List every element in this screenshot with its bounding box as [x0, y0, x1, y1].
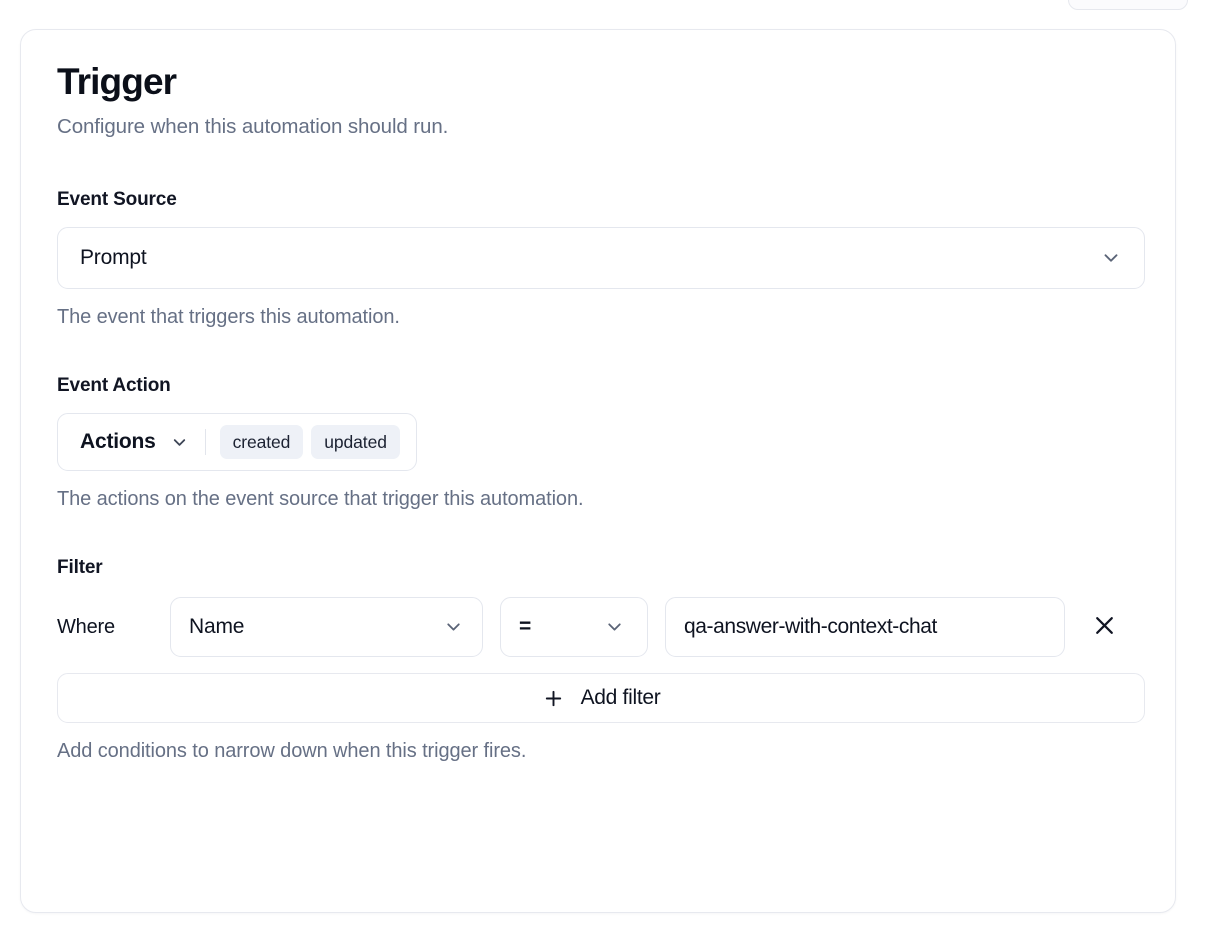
event-source-block: Event Source Prompt The event that trigg… — [57, 188, 1145, 330]
chevron-down-icon — [170, 433, 189, 452]
remove-filter-button[interactable] — [1087, 610, 1121, 644]
offscreen-element-fragment — [1068, 0, 1188, 10]
trigger-card: Trigger Configure when this automation s… — [20, 29, 1176, 913]
event-source-hint: The event that triggers this automation. — [57, 306, 400, 328]
event-action-chip-updated[interactable]: updated — [311, 425, 400, 459]
chevron-down-icon — [1100, 247, 1122, 269]
event-source-label: Event Source — [57, 189, 177, 210]
event-action-chip-list: created updated — [219, 425, 400, 459]
event-action-hint: The actions on the event source that tri… — [57, 488, 584, 510]
event-action-dropdown-label: Actions — [80, 430, 156, 453]
event-action-combo: Actions created updated — [57, 413, 417, 471]
filter-operator-value: = — [519, 615, 532, 638]
event-action-block: Event Action Actions created updated The… — [57, 374, 1139, 512]
page-title: Trigger — [57, 61, 177, 102]
event-action-chip-created[interactable]: created — [219, 425, 304, 459]
event-action-label: Event Action — [57, 375, 171, 396]
filter-block: Filter Where Name = — [57, 556, 1145, 764]
event-action-dropdown[interactable]: Actions — [80, 430, 205, 454]
event-source-value: Prompt — [80, 246, 147, 269]
filter-row: Where Name = — [57, 597, 1139, 657]
filter-field-select[interactable]: Name — [170, 597, 483, 657]
page-subtitle: Configure when this automation should ru… — [57, 115, 449, 138]
add-filter-label: Add filter — [580, 686, 661, 709]
chevron-down-icon — [443, 617, 464, 638]
add-filter-button[interactable]: Add filter — [57, 673, 1145, 723]
filter-where-label: Where — [57, 615, 115, 638]
close-icon — [1092, 613, 1117, 641]
filter-value-input[interactable] — [665, 597, 1065, 657]
filter-hint: Add conditions to narrow down when this … — [57, 740, 527, 762]
filter-label: Filter — [57, 557, 103, 578]
filter-operator-select[interactable]: = — [500, 597, 648, 657]
event-source-select[interactable]: Prompt — [57, 227, 1145, 289]
filter-field-value: Name — [189, 615, 245, 638]
plus-icon — [542, 687, 565, 710]
chevron-down-icon — [604, 617, 625, 638]
combo-divider — [204, 429, 206, 455]
